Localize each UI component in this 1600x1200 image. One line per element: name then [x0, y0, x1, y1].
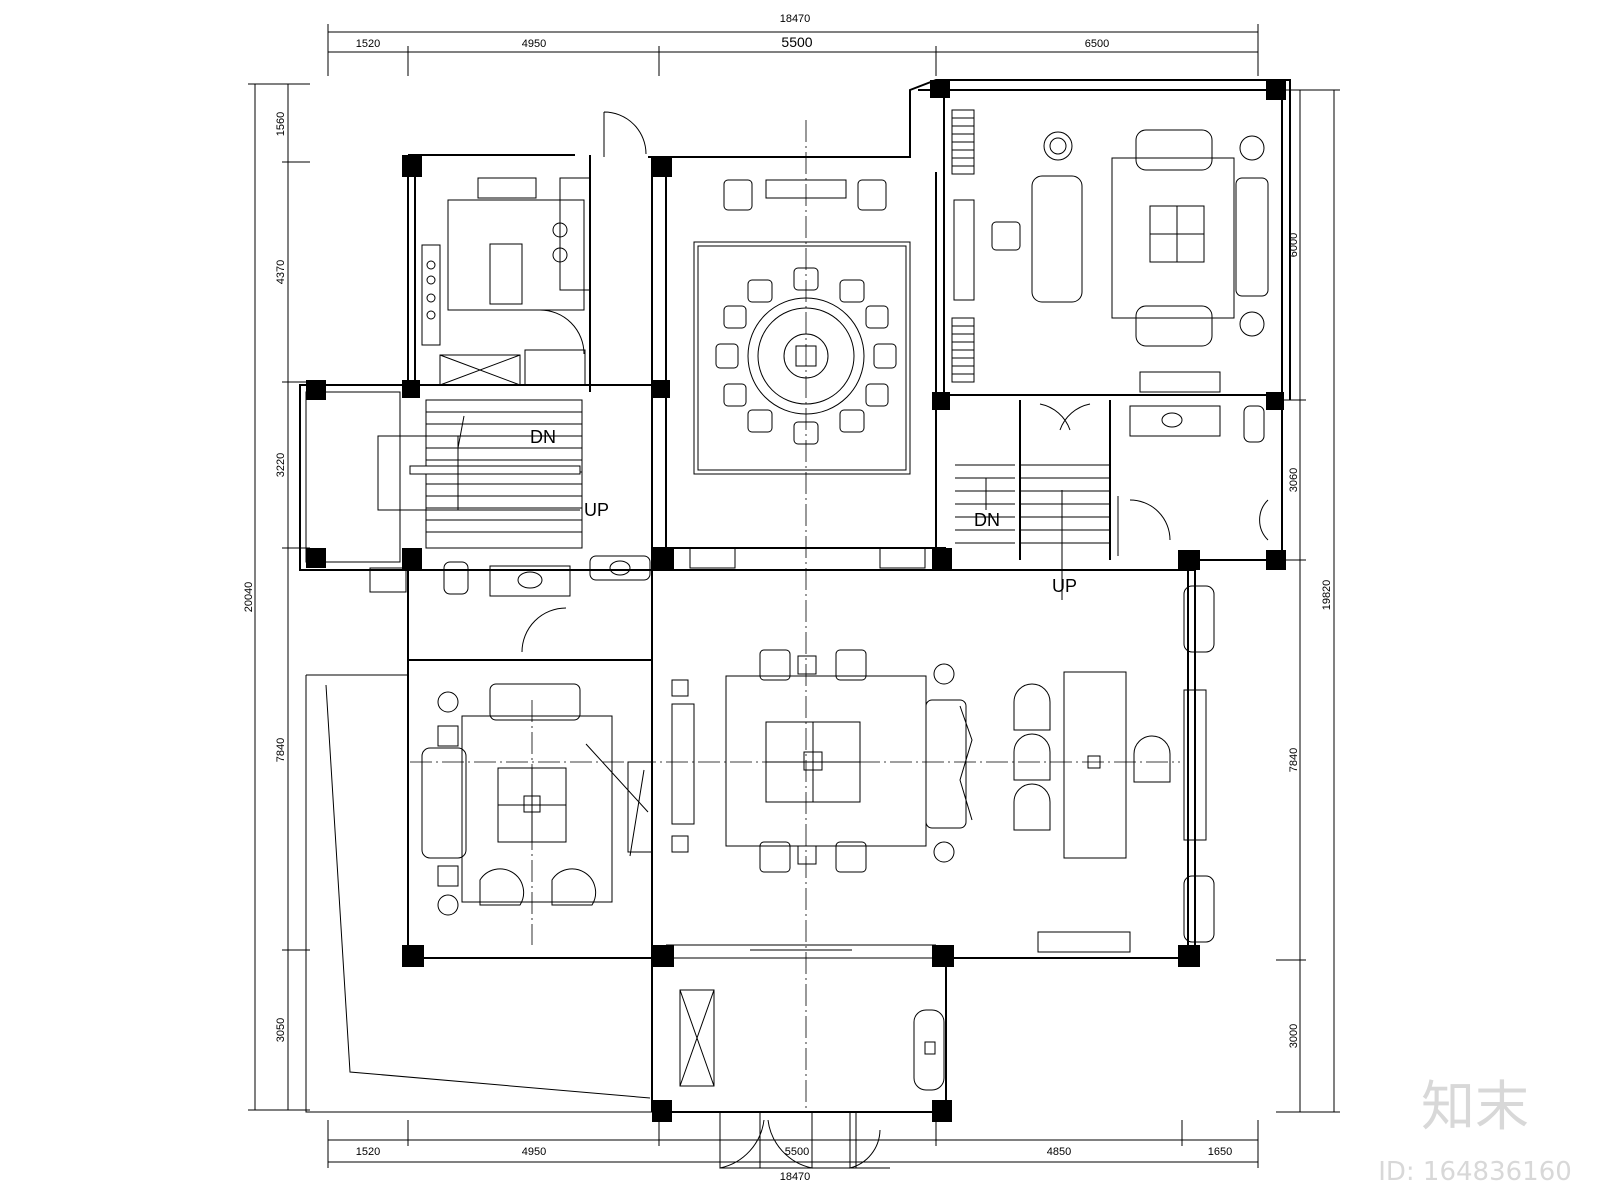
dim-right-seg-4: 3000	[1288, 1024, 1300, 1048]
dim-bottom-seg-5: 1650	[1208, 1146, 1232, 1158]
stair-left: DN UP	[377, 399, 609, 549]
interior-walls	[408, 90, 1282, 959]
stair-left-dn-label: DN	[530, 427, 556, 447]
dim-right-seg-3: 7840	[1288, 748, 1300, 772]
stair-left-up-label: UP	[584, 500, 609, 520]
dim-top-seg-3: 5500	[781, 34, 812, 50]
dim-bottom-seg-3: 5500	[785, 1146, 809, 1158]
watermark-brand: 知末	[1421, 1075, 1529, 1138]
dim-right-total: 19820	[1321, 580, 1333, 611]
center-axes	[410, 120, 1180, 1110]
doors	[603, 111, 1119, 556]
dim-left-seg-5: 3050	[275, 1018, 287, 1042]
entrance-porch	[679, 989, 945, 1169]
dim-bottom-total: 18470	[780, 1171, 811, 1183]
dim-top-seg-2: 4950	[522, 38, 546, 50]
dim-left-seg-4: 7840	[275, 738, 287, 762]
exterior-walls	[299, 79, 1291, 1113]
dim-top-total: 18470	[780, 13, 811, 25]
dining-room	[689, 179, 926, 569]
dim-left-seg-3: 3220	[275, 453, 287, 477]
dim-right-seg-2: 3060	[1288, 468, 1300, 492]
dim-top-seg-1: 1520	[356, 38, 380, 50]
dimension-bottom: 1520 4950 5500 4850 1650 18470	[327, 1120, 1259, 1183]
dining-chairs	[715, 267, 897, 445]
dim-left-total: 20040	[243, 582, 255, 613]
stair-right-dn-label: DN	[974, 510, 1000, 530]
stair-right: DN UP	[955, 464, 1110, 600]
dim-left-seg-1: 1560	[275, 112, 287, 136]
tea-room	[421, 683, 653, 916]
kitchen	[421, 177, 591, 386]
bathroom-right	[1039, 403, 1269, 541]
living-room	[671, 649, 973, 873]
powder-room	[369, 555, 651, 653]
dim-left-seg-2: 4370	[275, 260, 287, 284]
dim-top-seg-4: 6500	[1085, 38, 1109, 50]
watermark-id: ID: 164836160	[1378, 1157, 1572, 1187]
structural-columns	[306, 80, 1286, 1122]
stair-right-up-label: UP	[1052, 576, 1077, 596]
dim-bottom-seg-2: 4950	[522, 1146, 546, 1158]
study-room	[951, 109, 1269, 393]
dimension-right: 6000 3060 19820 7840 3000	[1276, 89, 1340, 1113]
dimension-top: 18470 1520 4950 5500 6500	[327, 13, 1259, 76]
dim-bottom-seg-1: 1520	[356, 1146, 380, 1158]
watermark: 知末 ID: 164836160	[1378, 1075, 1572, 1187]
bar-area	[1013, 585, 1215, 953]
dim-bottom-seg-4: 4850	[1047, 1146, 1071, 1158]
dimension-left: 20040 1560 4370 3220 7840 3050	[243, 83, 310, 1111]
